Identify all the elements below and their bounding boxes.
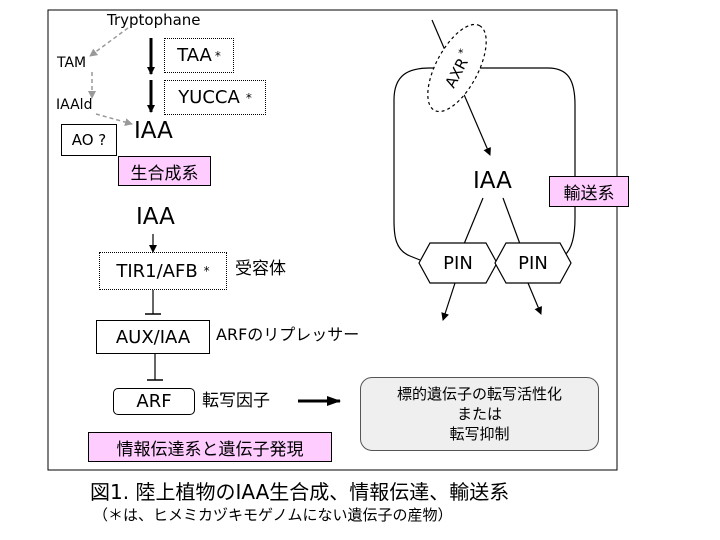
transport-label-text: 輸送系	[563, 184, 615, 204]
yucca-box: YUCCA *	[164, 80, 266, 115]
transport-label: 輸送系	[549, 176, 629, 207]
tam-label: TAM	[57, 55, 87, 71]
taa-box: TAA*	[164, 38, 234, 73]
target-gene-box: 標的遺伝子の転写活性化 または 転写抑制	[360, 377, 599, 451]
figure-frame	[47, 9, 618, 471]
biosynthesis-label: 生合成系	[118, 156, 211, 186]
iaa-signal-label: IAA	[136, 204, 175, 230]
target-line-3: 転写抑制	[449, 425, 510, 444]
iaa-product-label: IAA	[134, 118, 173, 144]
branch-iaa-to-pin1	[463, 197, 484, 245]
taa-star: *	[214, 48, 221, 63]
dashed-arrow-trp-to-tam	[89, 27, 129, 57]
pin2-label: PIN	[518, 252, 548, 274]
target-line-2: または	[456, 404, 502, 423]
efflux-arrow-pin1	[441, 282, 456, 321]
axr-ellipse	[427, 23, 487, 113]
branch-iaa-to-pin2	[502, 197, 521, 245]
target-line-1: 標的遺伝子の転写活性化	[396, 384, 562, 403]
ao-label: AO ?	[71, 131, 107, 149]
yucca-star: *	[245, 90, 252, 105]
pin-transporter-1: PIN	[418, 242, 498, 284]
tryptophane-label: Tryptophane	[107, 11, 201, 29]
tir1-label: TIR1/AFB	[116, 260, 198, 282]
figure-note: （＊は、ヒメミカヅキモゲノムにない遺伝子の産物）	[93, 506, 453, 524]
receptor-label: 受容体	[235, 259, 286, 279]
tf-label: 転写因子	[202, 391, 270, 411]
signaling-label-text: 情報伝達系と遺伝子発現	[116, 439, 304, 460]
iaa-transport-label: IAA	[473, 168, 512, 194]
figure-caption: 図1. 陸上植物のIAA生合成、情報伝達、輸送系	[90, 480, 510, 504]
taa-label: TAA	[177, 45, 212, 66]
pin1-label: PIN	[443, 252, 473, 274]
tir1-box: TIR1/AFB *	[99, 252, 227, 290]
iaald-label: IAAld	[56, 97, 93, 113]
dashed-arrow-iaald-to-iaa	[95, 113, 133, 126]
tir1-star: *	[203, 264, 210, 278]
pin-transporter-2: PIN	[494, 242, 572, 284]
signaling-label: 情報伝達系と遺伝子発現	[88, 432, 332, 462]
aux-iaa-label: AUX/IAA	[115, 326, 191, 348]
ao-box: AO ?	[61, 124, 117, 156]
arf-box: ARF	[113, 388, 195, 415]
cell-outline	[393, 67, 576, 261]
yucca-label: YUCCA	[178, 87, 240, 108]
aux-iaa-box: AUX/IAA	[96, 320, 210, 354]
arf-label: ARF	[136, 391, 172, 412]
efflux-arrow-pin2	[527, 282, 542, 315]
repressor-label: ARFのリプレッサー	[216, 325, 360, 344]
biosynthesis-label-text: 生合成系	[130, 163, 199, 184]
